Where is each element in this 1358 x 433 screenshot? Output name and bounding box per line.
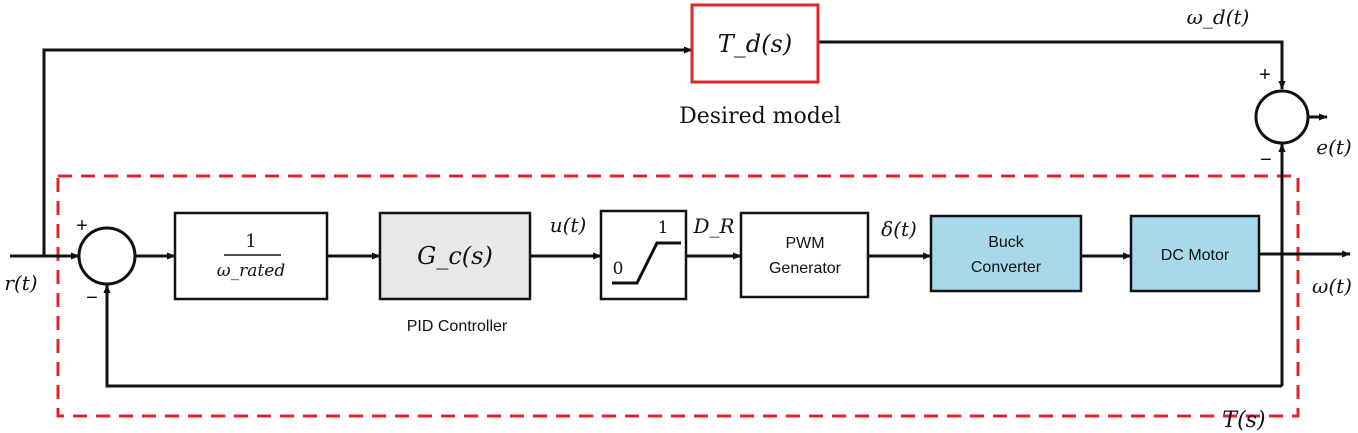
saturation-curve [612, 241, 681, 285]
summing-junction-1 [77, 226, 137, 286]
saturation-low-label: 0 [613, 259, 624, 279]
sum2-minus-sign: − [1260, 149, 1272, 171]
buck-converter-block [929, 214, 1083, 293]
pid-controller-block [378, 211, 532, 301]
saturation-high-label: 1 [658, 218, 669, 238]
pwm-generator-line2: Generator [769, 260, 842, 277]
signal-duty-ratio-label: D_R [692, 214, 734, 238]
sum2-plus-sign: + [1259, 64, 1271, 86]
signal-u-label: u(t) [550, 213, 587, 237]
signal-e-label: e(t) [1316, 135, 1351, 159]
desired-model-caption: Desired model [679, 104, 841, 129]
dc-motor-block [1129, 214, 1261, 293]
pid-controller-caption: PID Controller [407, 318, 508, 335]
gain-denominator: ω_rated [217, 261, 286, 281]
pid-controller-label: G_c(s) [417, 242, 493, 270]
pwm-generator-block [739, 211, 870, 299]
sum1-plus-sign: + [76, 215, 88, 237]
wire-desired-output [818, 40, 1286, 90]
pwm-generator-line1: PWM [785, 235, 824, 252]
gain-numerator: 1 [245, 231, 256, 252]
saturation-block [599, 209, 688, 301]
summing-junction-2 [1254, 89, 1310, 145]
closed-loop-boundary [56, 174, 1300, 418]
signal-omega-d-label: ω_d(t) [1187, 5, 1250, 29]
wire-feedback [103, 284, 1282, 388]
desired-model-block [690, 3, 820, 84]
signal-omega-label: ω(t) [1312, 274, 1352, 298]
buck-converter-line2: Converter [971, 259, 1042, 276]
desired-model-label: T_d(s) [718, 30, 792, 58]
buck-converter-line1: Buck [988, 234, 1025, 251]
signal-delta-label: δ(t) [881, 217, 917, 241]
wire-feedforward [42, 46, 693, 256]
dc-motor-label: DC Motor [1161, 247, 1230, 264]
gain-block [173, 211, 329, 301]
signal-r-label: r(t) [4, 271, 37, 295]
sum1-minus-sign: − [86, 287, 98, 309]
loop-transfer-label: T(s) [1222, 408, 1265, 433]
signal-wires [10, 40, 1351, 388]
